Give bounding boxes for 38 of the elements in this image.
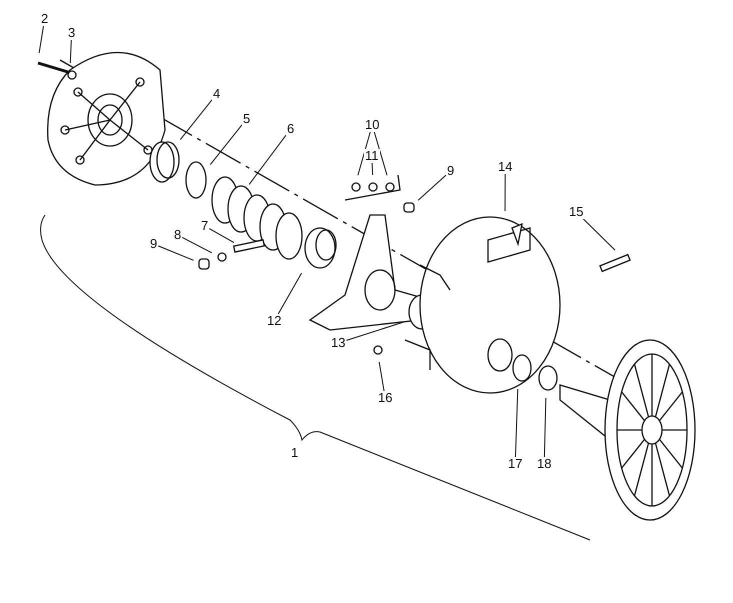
callout-number: 9 <box>149 237 158 251</box>
leader-line <box>514 388 518 458</box>
callout-number: 16 <box>377 391 394 405</box>
callout-number: 3 <box>67 26 76 40</box>
leader-line <box>544 398 546 458</box>
leader-line <box>208 228 234 244</box>
leader-line <box>180 99 212 140</box>
callout-number: 18 <box>536 457 552 471</box>
leader-line <box>582 218 616 251</box>
callout-number: 12 <box>266 314 282 328</box>
callout-number: 15 <box>568 205 584 219</box>
leader-line <box>182 236 212 254</box>
callout-number: 8 <box>173 228 182 242</box>
leader-line <box>372 162 374 176</box>
callout-number: 7 <box>200 219 210 233</box>
callout-number: 11 <box>364 149 380 163</box>
callout-number: 10 <box>364 118 380 132</box>
callout-number: 5 <box>242 112 252 126</box>
leader-line <box>418 174 446 201</box>
callout-number: 14 <box>497 160 514 174</box>
leader-line <box>357 132 371 176</box>
leader-line <box>374 132 388 176</box>
leader-line <box>346 322 404 341</box>
leader-line <box>278 272 302 314</box>
callout-number: 1 <box>290 446 300 460</box>
leader-line <box>378 361 385 392</box>
leader-line <box>504 174 506 212</box>
leader-line <box>158 245 194 261</box>
leader-line <box>38 26 44 54</box>
callout-number: 9 <box>446 164 456 178</box>
callout-number: 6 <box>286 122 296 136</box>
leader-line <box>70 40 72 64</box>
callout-number: 2 <box>40 12 50 26</box>
callout-number: 13 <box>330 336 346 350</box>
leader-line <box>210 124 242 166</box>
callout-number: 17 <box>507 457 524 471</box>
callout-number: 4 <box>212 87 222 101</box>
leader-line <box>248 134 286 185</box>
